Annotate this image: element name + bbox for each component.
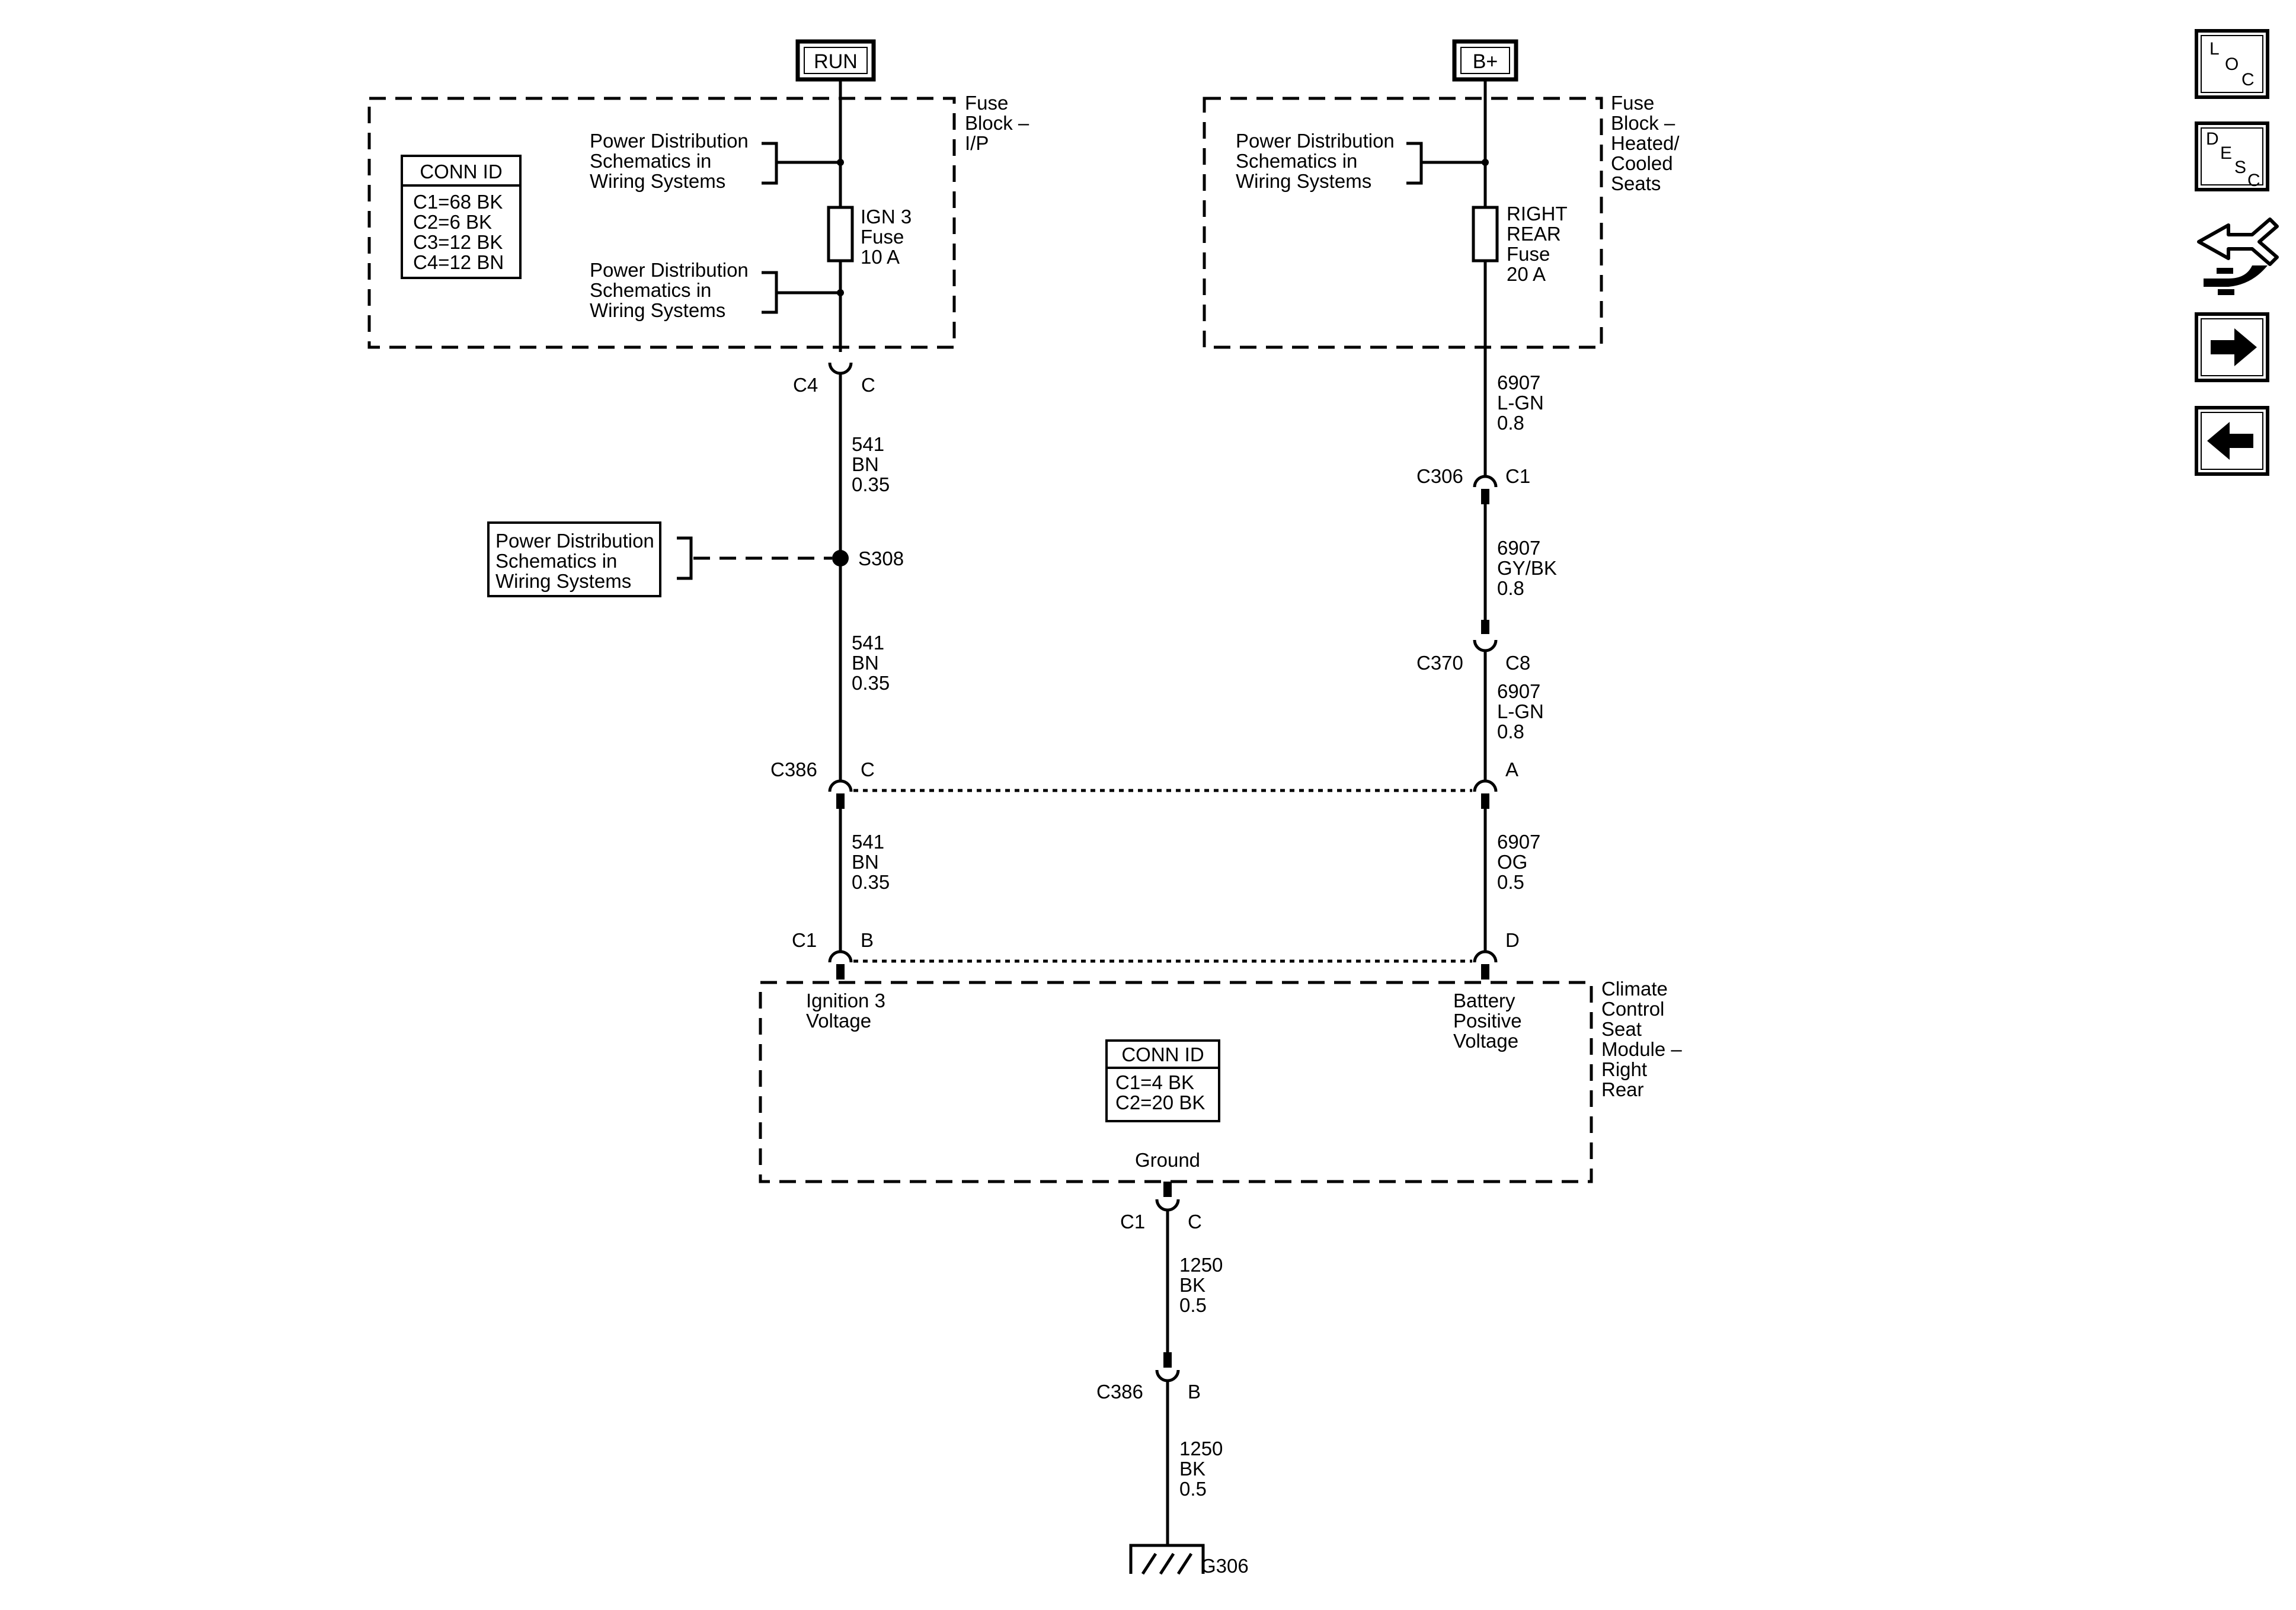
c386-left-label: C386 <box>770 758 817 780</box>
svg-text:541 BN 0.35: 541 BN 0.35 <box>852 433 890 495</box>
svg-text:C1=68 BK C2=6 BK: C1=68 BK C2=6 BK C3=12 BK C4=12 BN <box>413 191 509 273</box>
ign3-fuse <box>827 206 854 263</box>
svg-text:Fuse Block – Heate: Fuse Block – Heated/ Cooled Seats <box>1611 92 1685 194</box>
c4-pin-label: C <box>861 374 875 396</box>
svg-text:C1=4 BK C2=20 BK: C1=4 BK C2=20 BK <box>1115 1071 1205 1113</box>
c1-left-label: C1 <box>792 929 817 951</box>
conn-id-box-module: CONN ID C1=4 BK C2=20 BK <box>1105 1039 1220 1122</box>
c306-pin: C1 <box>1505 465 1530 487</box>
svg-text:S: S <box>2234 158 2246 177</box>
bplus-power-source: B+ <box>1452 39 1518 82</box>
circuit-6907: 6907 L-GN 0.8 C306 C1 6907 GY/BK 0.8 C37… <box>1416 79 1562 980</box>
c4-connector-label: C4 <box>793 374 818 396</box>
c1-left-pin: B <box>861 929 874 951</box>
climate-control-seat-module: Climate Control Seat Module – Right Rear… <box>759 978 1687 1183</box>
svg-text:541 BN 0.35: 541 BN 0.35 <box>852 632 890 694</box>
svg-text:Battery Positive V: Battery Positive Voltage <box>1453 990 1527 1052</box>
splice-ref-box: Power Distribution Schematics in Wiring … <box>487 521 661 597</box>
svg-text:C: C <box>2247 171 2260 190</box>
svg-text:6907 GY/BK 0.8: 6907 GY/BK 0.8 <box>1497 537 1562 599</box>
svg-text:RIGHT REAR Fuse: RIGHT REAR Fuse 20 A <box>1507 203 1572 285</box>
c386-right-pin: A <box>1505 758 1518 780</box>
c386-ground-pin: B <box>1188 1381 1201 1403</box>
ignition-voltage-label: Ignition 3 <box>806 990 885 1012</box>
circuit-541: C4 C 541 BN 0.35 S308 541 BN 0.35 C386 C… <box>677 79 904 980</box>
run-label: RUN <box>814 50 858 73</box>
previous-page-button[interactable] <box>2195 406 2269 476</box>
svg-text:1250 BK 0.5: 1250 BK 0.5 <box>1179 1254 1229 1316</box>
svg-text:6907 L-GN 0.8: 6907 L-GN 0.8 <box>1497 372 1549 434</box>
fuse-block-ip-title-1: Fuse <box>965 92 1008 114</box>
ground-pin-label: Ground <box>1135 1149 1200 1171</box>
svg-text:L: L <box>2209 39 2220 59</box>
svg-text:CONN ID: CONN ID <box>1121 1044 1204 1065</box>
s308-splice <box>832 550 849 566</box>
svg-text:541 BN 0.35: 541 BN 0.35 <box>852 831 890 893</box>
svg-text:6907 L-GN 0.8: 6907 L-GN 0.8 <box>1497 680 1549 742</box>
c1-right-pin: D <box>1505 929 1520 951</box>
svg-text:D: D <box>2206 129 2219 149</box>
fuse-block-ip: Fuse Block – I/P CONN ID C1=68 BK C2=6 B… <box>367 92 1034 349</box>
svg-text:IGN 3 Fuse 10 A: IGN 3 Fuse 10 A <box>861 206 917 268</box>
power-distribution-ref-seats: Power Distribution Schematics in Wiring … <box>1236 130 1400 192</box>
svg-text:C: C <box>2241 70 2255 89</box>
fuse-block-heated-cooled-seats: Fuse Block – Heated/ Cooled Seats Power … <box>1203 92 1685 349</box>
c1-ground-pin: C <box>1188 1211 1202 1233</box>
svg-text:1250 BK 0.5: 1250 BK 0.5 <box>1179 1438 1229 1500</box>
svg-text:Power Distribution Schem: Power Distribution Schematics in Wiring … <box>495 530 660 592</box>
right-rear-fuse <box>1472 206 1499 263</box>
c1-ground-label: C1 <box>1120 1211 1145 1233</box>
conn-id-box-fuse-block: CONN ID C1=68 BK C2=6 BK C3=12 BK C4=12 … <box>401 155 522 279</box>
conn-id-title: CONN ID <box>420 161 502 183</box>
s308-label: S308 <box>858 548 904 569</box>
run-power-source: RUN <box>795 39 876 82</box>
c386-ground-label: C386 <box>1096 1381 1143 1403</box>
connector-end-view-icon[interactable] <box>2197 217 2279 295</box>
c370-pin: C8 <box>1505 652 1530 674</box>
svg-text:E: E <box>2220 143 2232 163</box>
svg-text:Fuse Block – I/P: Fuse Block – I/P <box>965 92 1034 154</box>
power-distribution-ref-bottom: Power Distribution Schematics in Wiring … <box>590 259 754 321</box>
svg-text:O: O <box>2225 55 2239 74</box>
fuse-block-ip-title-2: Block – <box>965 112 1029 134</box>
c370-label: C370 <box>1416 652 1463 674</box>
svg-text:Ignition 3 Voltage: Ignition 3 Voltage <box>806 990 891 1032</box>
circuit-1250: C1 C 1250 BK 0.5 C386 B 1250 BK 0.5 G306 <box>1096 1182 1249 1577</box>
fuse-block-ip-title-3: I/P <box>965 132 989 154</box>
battery-voltage-label: Battery <box>1453 990 1515 1012</box>
location-button[interactable]: L O C <box>2195 29 2269 99</box>
power-distribution-ref-top: Power Distribution Schematics in Wiring … <box>590 130 754 192</box>
g306-label: G306 <box>1201 1555 1249 1577</box>
svg-text:Climate Control Se: Climate Control Seat Module – Right Rear <box>1601 978 1687 1100</box>
c386-left-pin: C <box>861 758 875 780</box>
description-button[interactable]: D E S C <box>2195 121 2269 191</box>
next-page-button[interactable] <box>2195 312 2269 382</box>
svg-text:6907 OG 0.5: 6907 OG 0.5 <box>1497 831 1546 893</box>
c306-label: C306 <box>1416 465 1463 487</box>
arrow-right-icon <box>2211 328 2257 366</box>
ground-symbol-icon <box>1129 1544 1205 1575</box>
arrow-left-icon <box>2207 422 2253 460</box>
bplus-label: B+ <box>1473 50 1498 73</box>
